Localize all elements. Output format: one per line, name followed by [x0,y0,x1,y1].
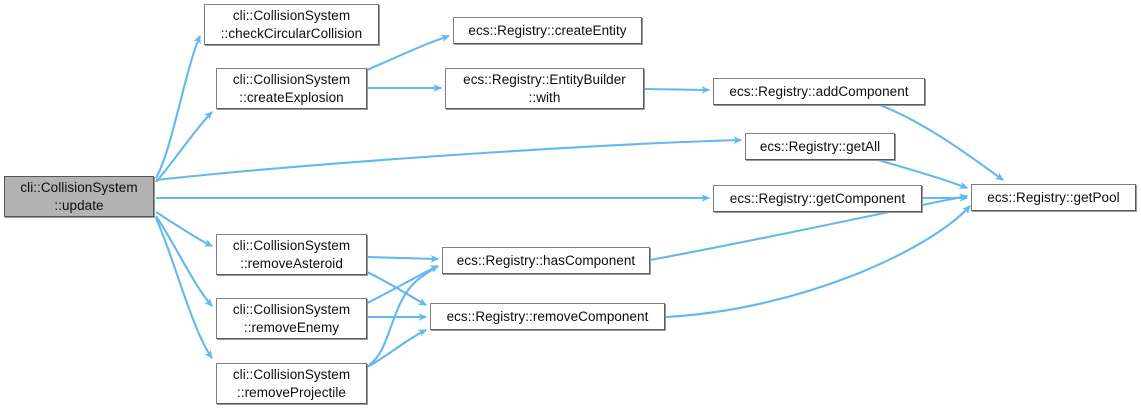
node-createentity[interactable]: ecs::Registry::createEntity [453,17,642,44]
edge-removeast-to-removecomp [366,271,427,306]
node-label-getall: ecs::Registry::getAll [755,138,885,156]
edge-removeproj-to-removecomp [366,329,427,368]
node-label-line2: ::removeEnemy [243,319,340,335]
node-label-line1: cli::CollisionSystem [232,301,351,317]
node-label-line1: cli::CollisionSystem [20,179,138,195]
edge-removeast-to-hascomponent [366,254,440,263]
node-label-line2: ::with [528,89,561,105]
edge-update-to-checkcirc [155,34,201,179]
edge-removeproj-to-hascomponent [368,265,439,366]
node-removeproj[interactable]: cli::CollisionSystem::removeProjectile [216,363,367,404]
edge-hascomponent-to-getpool [649,193,969,262]
node-entitybuilder[interactable]: ecs::Registry::EntityBuilder::with [445,68,644,109]
node-label-line1: cli::CollisionSystem [232,7,351,23]
node-update[interactable]: cli::CollisionSystem::update [4,176,154,217]
node-label-getcomponent: ecs::Registry::getComponent [725,190,910,208]
node-label-removeenemy: cli::CollisionSystem::removeEnemy [228,301,355,337]
node-label-getpool: ecs::Registry::getPool [982,189,1124,207]
edge-entitybuilder-to-addcomponent [643,85,711,94]
edge-getall-to-getpool [877,158,969,189]
node-removecomp[interactable]: ecs::Registry::removeComponent [430,303,665,330]
node-label-createentity: ecs::Registry::createEntity [463,22,631,40]
node-label-line1: cli::CollisionSystem [232,71,351,87]
node-hascomponent[interactable]: ecs::Registry::hasComponent [442,247,650,274]
node-label-line1: ecs::Registry::EntityBuilder [463,71,626,87]
node-label-line1: ecs::Registry::getAll [759,138,881,154]
node-label-line1: cli::CollisionSystem [232,366,351,382]
node-label-update: cli::CollisionSystem::update [15,179,142,215]
node-addcomponent[interactable]: ecs::Registry::addComponent [713,78,925,105]
edge-update-to-getall [155,136,743,182]
node-label-line2: ::update [54,197,104,213]
edge-update-to-removeproj [155,217,213,359]
node-label-checkcirc: cli::CollisionSystem::checkCircularColli… [216,7,368,43]
node-label-line2: ::checkCircularCollision [220,25,363,41]
node-label-line1: ecs::Registry::getComponent [729,190,906,206]
edge-update-to-createexp [155,111,213,183]
node-label-line1: ecs::Registry::getPool [987,189,1120,205]
node-checkcirc[interactable]: cli::CollisionSystem::checkCircularColli… [204,4,379,45]
node-label-removecomp: ecs::Registry::removeComponent [442,308,654,326]
node-label-removeproj: cli::CollisionSystem::removeProjectile [228,366,355,402]
edge-update-to-removeast [155,211,213,247]
edge-createexp-to-createentity [366,34,451,71]
node-removeast[interactable]: cli::CollisionSystem::removeAsteroid [216,234,367,275]
node-label-line1: ecs::Registry::hasComponent [456,252,636,268]
node-label-removeast: cli::CollisionSystem::removeAsteroid [228,237,355,273]
node-label-line1: cli::CollisionSystem [232,237,351,253]
node-createexp[interactable]: cli::CollisionSystem::createExplosion [216,68,367,109]
node-removeenemy[interactable]: cli::CollisionSystem::removeEnemy [216,298,367,339]
node-label-entitybuilder: ecs::Registry::EntityBuilder::with [458,71,631,107]
node-label-line2: ::removeProjectile [237,384,346,400]
node-getall[interactable]: ecs::Registry::getAll [745,133,895,160]
node-label-createexp: cli::CollisionSystem::createExplosion [228,71,355,107]
node-label-line2: ::createExplosion [239,89,344,105]
node-label-addcomponent: ecs::Registry::addComponent [724,83,913,101]
edge-removecomp-to-getpool [664,205,971,319]
node-label-line2: ::removeAsteroid [240,255,343,271]
node-getpool[interactable]: ecs::Registry::getPool [971,184,1136,211]
node-label-line1: ecs::Registry::addComponent [729,83,909,99]
edge-addcomponent-to-getpool [879,104,1004,181]
node-label-line1: ecs::Registry::createEntity [468,22,627,38]
node-label-hascomponent: ecs::Registry::hasComponent [452,252,640,270]
edge-update-to-removeenemy [155,215,213,307]
node-label-line1: ecs::Registry::removeComponent [446,308,649,324]
node-getcomponent[interactable]: ecs::Registry::getComponent [713,185,922,212]
